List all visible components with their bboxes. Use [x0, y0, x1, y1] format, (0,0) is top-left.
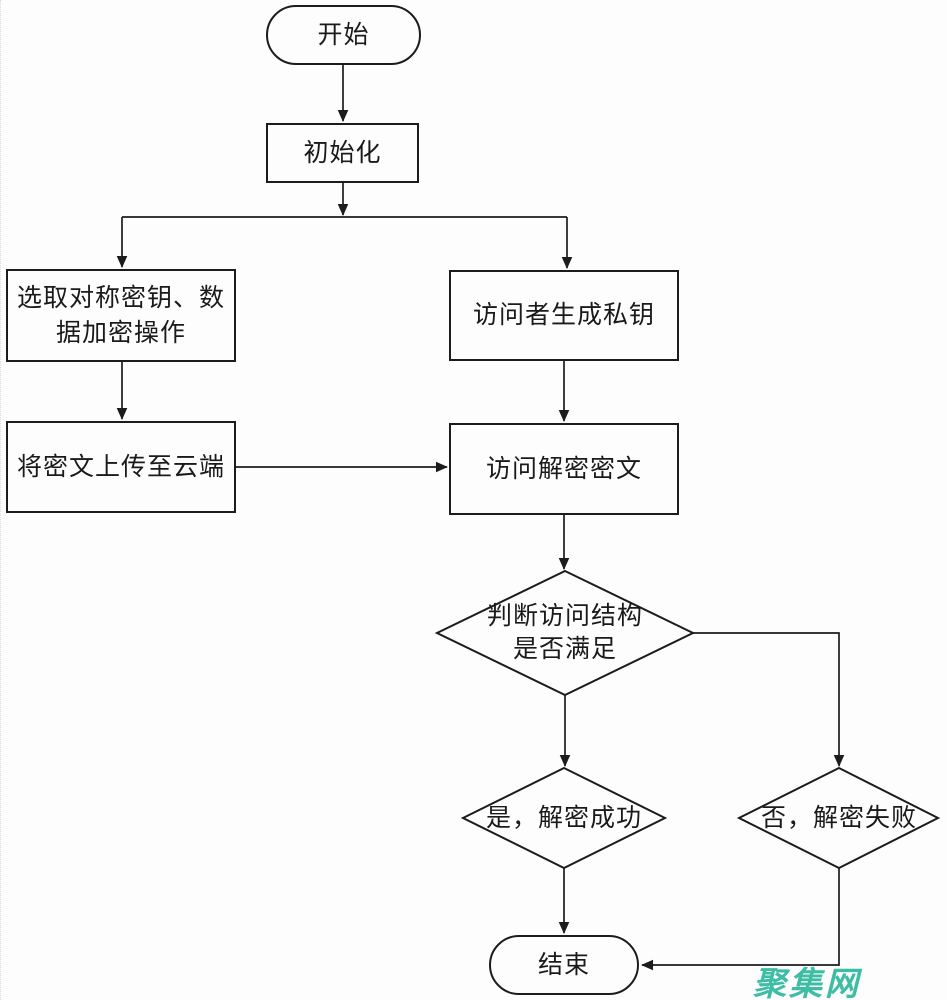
watermark: 聚集网 [753, 965, 861, 1000]
terminal-end-label: 结束 [537, 951, 590, 979]
process-access: 访问解密密文 [449, 423, 679, 515]
process-select-key-label-line2: 据加密操作 [55, 319, 186, 347]
process-generate-key-label: 访问者生成私钥 [472, 302, 655, 329]
decision-diamond-shape [434, 569, 696, 697]
process-select-key: 选取对称密钥、数 据加密操作 [6, 269, 236, 362]
process-generate-key: 访问者生成私钥 [449, 270, 679, 361]
arrow-fail-to-end [641, 868, 840, 971]
terminal-end: 结束 [489, 935, 639, 995]
process-select-key-label-line1: 选取对称密钥、数 [16, 284, 225, 312]
terminal-start: 开始 [266, 5, 421, 65]
process-init: 初始化 [266, 123, 419, 183]
terminal-start-label: 开始 [317, 21, 370, 49]
success-diamond-shape [460, 766, 668, 870]
process-access-label: 访问解密密文 [485, 455, 642, 483]
process-upload: 将密文上传至云端 [6, 421, 236, 513]
fail-diamond-shape [736, 766, 941, 870]
arrow-decision-to-fail [693, 632, 845, 767]
process-upload-label: 将密文上传至云端 [16, 453, 225, 481]
process-init-label: 初始化 [303, 139, 382, 167]
